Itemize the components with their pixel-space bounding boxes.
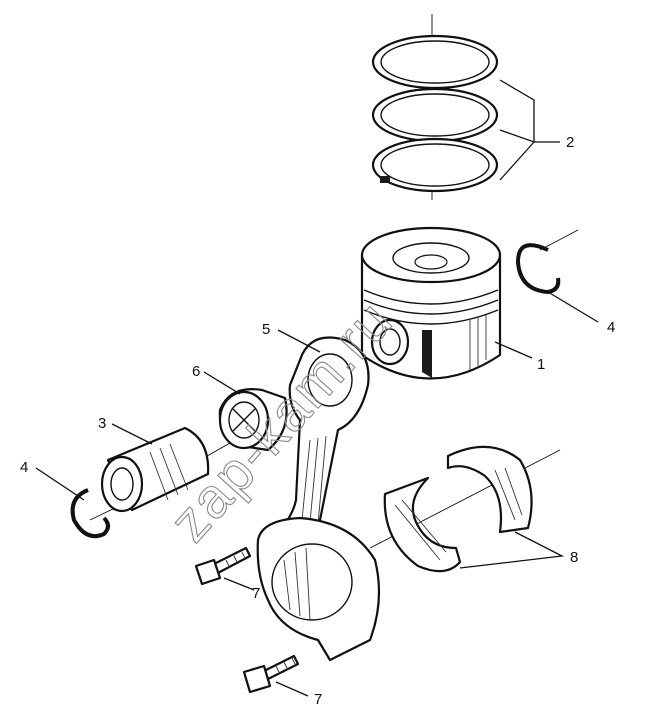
callout-4-right: 4 (607, 319, 615, 336)
callout-7-lower: 7 (314, 691, 322, 708)
piston (360, 226, 502, 380)
circlip-left (70, 488, 110, 539)
callout-5: 5 (262, 321, 270, 338)
watermark: zap-kam.ru (157, 288, 405, 553)
bushing (218, 388, 288, 452)
callout-8: 8 (570, 549, 578, 566)
bolt-lower (242, 654, 300, 694)
callout-6: 6 (192, 363, 200, 380)
leader-lines (35, 79, 599, 697)
bolt-upper (194, 546, 252, 586)
callout-3: 3 (98, 415, 106, 432)
piston-pin (100, 426, 210, 513)
bearing-shells (383, 445, 533, 573)
callout-4-left: 4 (20, 459, 28, 476)
connecting-rod (256, 336, 381, 662)
callout-7-upper: 7 (252, 585, 260, 602)
piston-rings (371, 34, 499, 193)
callout-1: 1 (537, 356, 545, 373)
callout-2: 2 (566, 134, 574, 151)
circlip-right (516, 243, 561, 294)
